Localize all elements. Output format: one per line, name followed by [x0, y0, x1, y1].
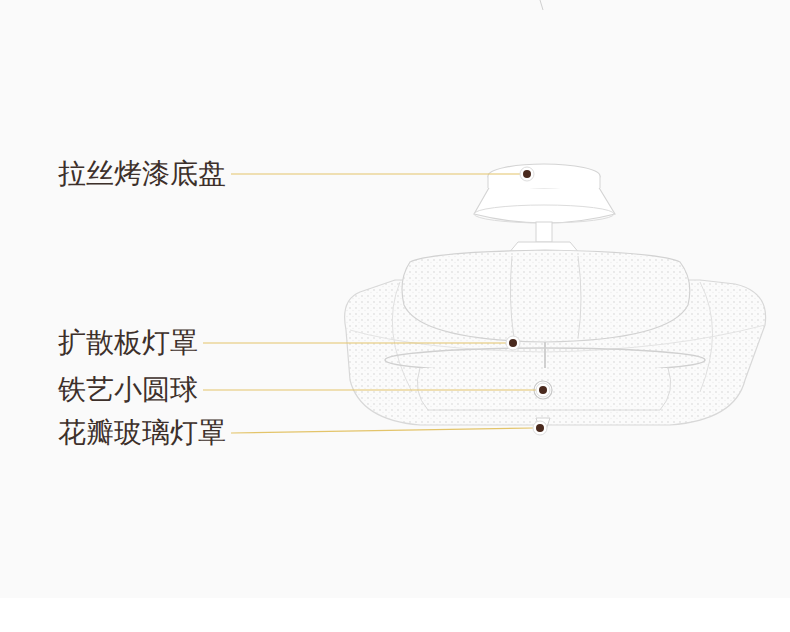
leader-line — [203, 389, 537, 390]
leader-line — [231, 428, 534, 433]
callout-dot-ring — [520, 167, 534, 181]
callout-dot — [539, 386, 547, 394]
part-label: 拉丝烤漆底盘 — [58, 157, 226, 191]
part-label: 铁艺小圆球 — [58, 373, 198, 407]
callout-dot-ring — [536, 383, 550, 397]
callout-dot — [523, 170, 531, 178]
callout-dot-ring — [533, 421, 547, 435]
callout-dot — [536, 424, 544, 432]
callout-dot-ring — [506, 336, 520, 350]
part-label: 扩散板灯罩 — [58, 326, 198, 360]
callout-dot — [509, 339, 517, 347]
part-label: 花瓣玻璃灯罩 — [58, 416, 226, 450]
leader-line — [203, 342, 507, 343]
leader-line — [231, 173, 521, 174]
